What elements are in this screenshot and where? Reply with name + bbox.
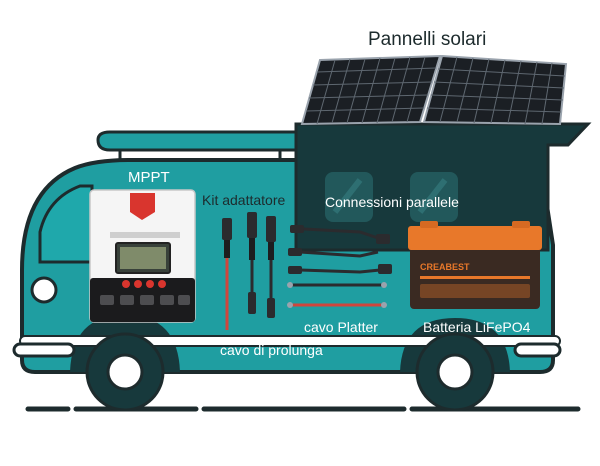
platter-cable-label: cavo Platter bbox=[304, 319, 378, 335]
front-wheel bbox=[85, 332, 165, 412]
mppt-buttons bbox=[122, 280, 166, 288]
lifepo4-battery: CREABEST bbox=[408, 221, 542, 309]
adapter-kit bbox=[222, 212, 276, 330]
solar-panel-right bbox=[422, 54, 568, 126]
parallel-connections-label: Connessioni parallele bbox=[325, 194, 459, 210]
adapter-connector-2 bbox=[247, 212, 257, 314]
mppt-controller bbox=[89, 189, 196, 323]
roof-rack bbox=[96, 130, 302, 162]
mppt-label: MPPT bbox=[128, 169, 170, 186]
adapter-connector-3 bbox=[266, 216, 276, 318]
adapter-connector-1 bbox=[222, 218, 232, 330]
parallel-cables bbox=[288, 225, 392, 274]
battery-brand: CREABEST bbox=[420, 262, 470, 272]
solar-panels-label: Pannelli solari bbox=[368, 29, 487, 50]
solar-panels bbox=[300, 54, 568, 126]
adapter-kit-label: Kit adattatore bbox=[202, 192, 286, 208]
platter-cables bbox=[287, 282, 387, 308]
solar-panel-left bbox=[300, 54, 442, 126]
rear-wheel bbox=[415, 332, 495, 412]
battery-label: Batteria LiFePO4 bbox=[423, 319, 531, 335]
extension-cable-label: cavo di prolunga bbox=[220, 342, 323, 358]
